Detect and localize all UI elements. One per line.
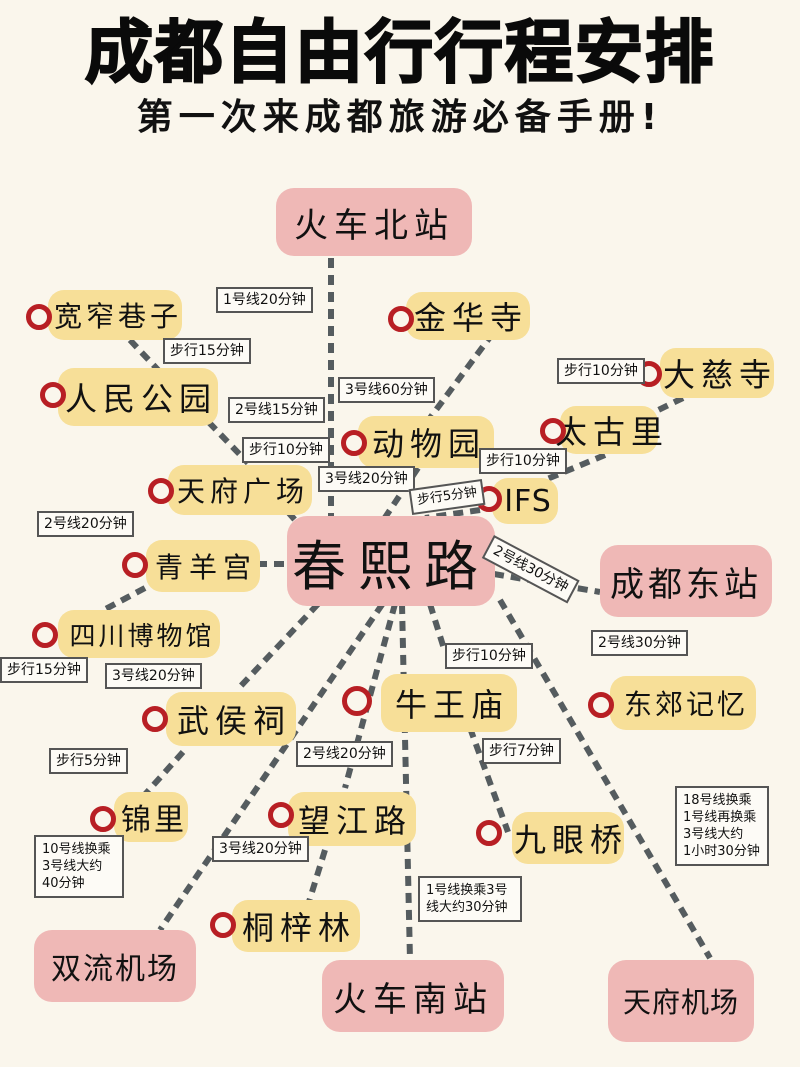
- node-tianfu-airport[interactable]: 天府机场: [608, 960, 754, 1042]
- location-marker-icon: [588, 692, 614, 718]
- location-marker-icon: [40, 382, 66, 408]
- route-label: 2号线15分钟: [228, 397, 325, 423]
- node-peoples-park[interactable]: 人民公园: [58, 368, 218, 426]
- route-label: 1号线换乘3号 线大约30分钟: [418, 876, 522, 922]
- node-chengdu-east-station[interactable]: 成都东站: [600, 545, 772, 617]
- node-label: 火车北站: [294, 205, 454, 246]
- node-label: 春熙路: [292, 534, 490, 598]
- route-label: 步行10分钟: [242, 437, 330, 463]
- node-ifs[interactable]: IFS: [492, 478, 558, 524]
- page-subtitle: 第一次来成都旅游必备手册!: [136, 97, 664, 138]
- node-label: 人民公园: [64, 380, 217, 418]
- node-label: 四川博物馆: [69, 621, 215, 652]
- location-marker-icon: [540, 418, 566, 444]
- node-wangjiang-road[interactable]: 望江路: [288, 792, 416, 846]
- node-wuhou-shrine[interactable]: 武侯祠: [166, 692, 296, 746]
- node-chunxi-road[interactable]: 春熙路: [287, 516, 495, 606]
- route-label: 3号线20分钟: [212, 836, 309, 862]
- route-label: 2号线20分钟: [37, 511, 134, 537]
- location-marker-icon: [476, 820, 502, 846]
- route-label: 步行10分钟: [445, 643, 533, 669]
- location-marker-icon: [90, 806, 116, 832]
- node-label: 宽窄巷子: [54, 300, 183, 333]
- node-jinli[interactable]: 锦里: [114, 792, 188, 842]
- route-label: 步行15分钟: [163, 338, 251, 364]
- node-label: 望江路: [297, 802, 412, 840]
- node-label: IFS: [504, 483, 552, 519]
- node-daci-temple[interactable]: 大慈寺: [660, 348, 774, 398]
- route-label: 步行15分钟: [0, 657, 88, 683]
- location-marker-icon: [342, 686, 372, 716]
- node-label: 锦里: [121, 803, 187, 838]
- route-label: 3号线20分钟: [105, 663, 202, 689]
- route-label: 2号线30分钟: [591, 630, 688, 656]
- location-marker-icon: [341, 430, 367, 456]
- location-marker-icon: [142, 706, 168, 732]
- node-label: 天府机场: [622, 986, 739, 1019]
- route-label: 3号线20分钟: [318, 466, 415, 492]
- node-label: 九眼桥: [514, 821, 629, 859]
- location-marker-icon: [26, 304, 52, 330]
- node-label: 青羊宫: [154, 551, 257, 584]
- node-label: 东郊记忆: [623, 688, 748, 721]
- node-label: 牛王庙: [394, 686, 509, 724]
- node-north-railway-station[interactable]: 火车北站: [276, 188, 472, 256]
- node-jinhua-temple[interactable]: 金华寺: [406, 292, 530, 340]
- node-shuangliu-airport[interactable]: 双流机场: [34, 930, 196, 1002]
- node-label: 双流机场: [51, 952, 179, 987]
- node-label: 成都东站: [610, 564, 762, 605]
- node-tongzilin[interactable]: 桐梓林: [232, 900, 360, 952]
- location-marker-icon: [388, 306, 414, 332]
- node-jiuyan-bridge[interactable]: 九眼桥: [512, 812, 624, 864]
- node-label: 太古里: [555, 413, 670, 451]
- node-qingyang-palace[interactable]: 青羊宫: [146, 540, 260, 592]
- route-label: 10号线换乘 3号线大约 40分钟: [34, 835, 124, 898]
- route-label: 18号线换乘 1号线再换乘 3号线大约 1小时30分钟: [675, 786, 769, 866]
- route-label: 步行10分钟: [479, 448, 567, 474]
- route-label: 步行5分钟: [49, 748, 128, 774]
- route-label: 3号线60分钟: [338, 377, 435, 403]
- node-tianfu-square[interactable]: 天府广场: [168, 465, 312, 515]
- location-marker-icon: [32, 622, 58, 648]
- node-kuanzhai-alley[interactable]: 宽窄巷子: [48, 290, 182, 340]
- node-dongjiao-memory[interactable]: 东郊记忆: [610, 676, 756, 730]
- location-marker-icon: [122, 552, 148, 578]
- node-label: 动物园: [371, 425, 486, 463]
- location-marker-icon: [210, 912, 236, 938]
- node-niuwang-temple[interactable]: 牛王庙: [381, 674, 517, 732]
- node-label: 火车南站: [333, 979, 493, 1020]
- page-title: 成都自由行行程安排: [84, 13, 715, 94]
- route-label: 步行10分钟: [557, 358, 645, 384]
- location-marker-icon: [268, 802, 294, 828]
- node-zoo[interactable]: 动物园: [358, 416, 494, 468]
- route-label: 1号线20分钟: [216, 287, 313, 313]
- node-label: 天府广场: [176, 475, 309, 508]
- node-south-railway-station[interactable]: 火车南站: [322, 960, 504, 1032]
- node-label: 金华寺: [413, 299, 528, 337]
- route-label: 2号线20分钟: [296, 741, 393, 767]
- route-label: 步行7分钟: [482, 738, 561, 764]
- node-label: 武侯祠: [176, 702, 291, 740]
- location-marker-icon: [148, 478, 174, 504]
- node-label: 大慈寺: [663, 356, 778, 394]
- node-taikoo-li[interactable]: 太古里: [555, 406, 663, 454]
- node-label: 桐梓林: [241, 909, 356, 947]
- node-sichuan-museum[interactable]: 四川博物馆: [58, 610, 220, 658]
